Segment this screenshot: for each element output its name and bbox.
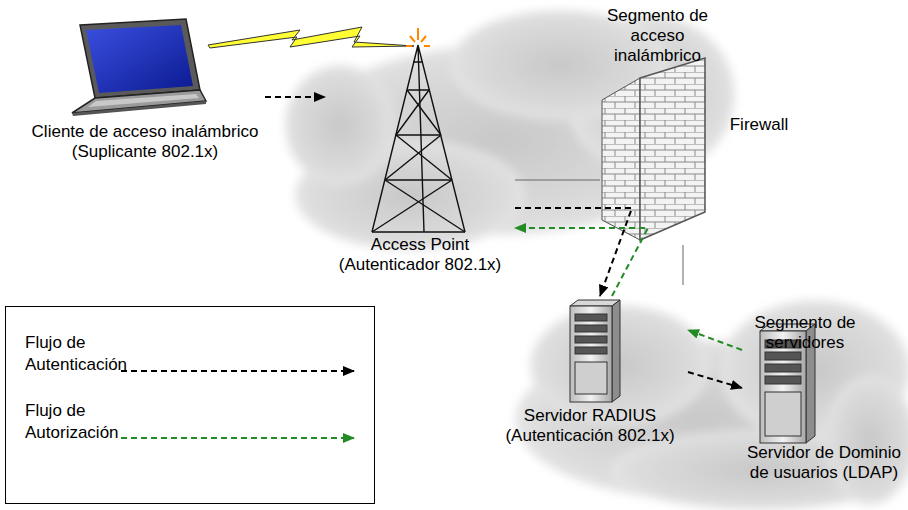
flow-arrow bbox=[688, 330, 742, 350]
node-label: Firewall bbox=[728, 115, 790, 135]
flow-arrow bbox=[515, 208, 632, 296]
access-point-tower bbox=[372, 45, 465, 232]
firewall-wall bbox=[602, 58, 705, 240]
node-label: Servidor RADIUS (Autenticación 802.1x) bbox=[492, 406, 688, 446]
network-link bbox=[683, 245, 684, 285]
legend-label: Flujo de Autorización bbox=[25, 400, 143, 444]
node-label: Segmento de acceso inalámbrico bbox=[590, 6, 725, 66]
flow-arrow bbox=[688, 372, 742, 388]
server: Servidor de Dominio de usuarios (LDAP) bbox=[742, 318, 906, 483]
flow-arrow bbox=[265, 96, 325, 98]
node-label: Servidor de Dominio de usuarios (LDAP) bbox=[742, 443, 906, 483]
firewall: Firewall bbox=[600, 55, 790, 245]
network-link bbox=[515, 180, 600, 181]
legend-label: Flujo de Autenticación bbox=[25, 332, 143, 376]
flow-arrow bbox=[515, 228, 648, 296]
node-label: Access Point (Autenticador 802.1x) bbox=[325, 235, 515, 275]
access-point: Access Point (Autenticador 802.1x) bbox=[325, 30, 515, 275]
radius-server-icon bbox=[570, 300, 620, 402]
laptop-icon bbox=[72, 19, 206, 116]
node-label: Cliente de acceso inalámbrico (Suplicant… bbox=[25, 122, 265, 162]
network-segment-cloud: Segmento de servidoresServidor RADIUS (A… bbox=[515, 285, 908, 510]
legend-box: Flujo de AutenticaciónFlujo de Autorizac… bbox=[5, 306, 375, 504]
network-segment-cloud: Segmento de acceso inalámbricoAccess Poi… bbox=[285, 0, 730, 250]
wireless-client: Cliente de acceso inalámbrico (Suplicant… bbox=[25, 15, 265, 162]
legend-line-sample bbox=[121, 437, 354, 439]
server: Servidor RADIUS (Autenticación 802.1x) bbox=[492, 296, 688, 446]
legend-line-sample bbox=[121, 370, 354, 372]
node-label: Segmento de servidores bbox=[730, 313, 880, 353]
